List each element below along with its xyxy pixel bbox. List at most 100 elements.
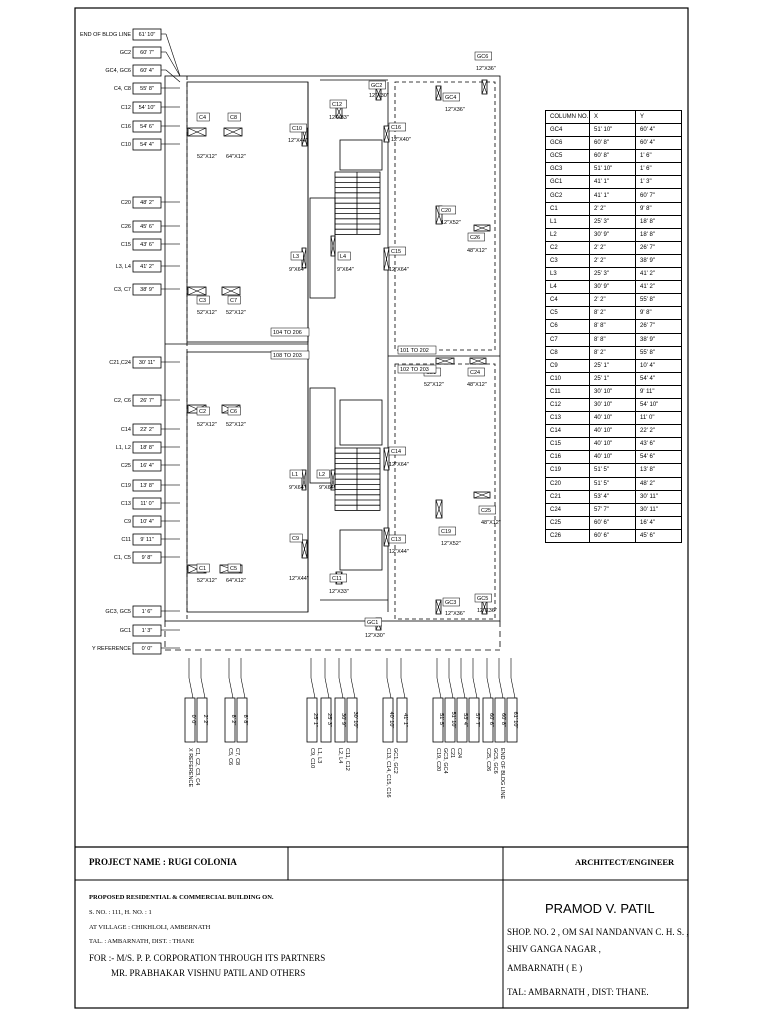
cell-column-no: C1 (545, 201, 590, 216)
cell-y: 48' 2" (635, 476, 682, 491)
bottom-value: 25' 1" (312, 713, 318, 727)
cell-y: 18' 8" (635, 214, 682, 229)
left-level-value: 54' 6" (140, 124, 154, 130)
column-size-C14: 12"X64" (389, 462, 409, 468)
left-level-value: 9' 11" (140, 537, 153, 543)
left-level-value: 10' 4" (140, 519, 154, 525)
cell-y: 26' 7" (635, 319, 682, 334)
column-label-C6: C6 (230, 409, 237, 415)
column-label-C9: C9 (292, 536, 299, 542)
cell-column-no: C7 (545, 332, 590, 347)
cell-x: 30' 9" (589, 280, 636, 295)
cell-y: 54' 10" (635, 397, 682, 413)
cell-column-no: C2 (545, 240, 590, 255)
bottom-value: 8' 8" (242, 715, 248, 726)
cell-x: 2' 2" (589, 293, 636, 308)
bottom-label: L1, L3 (316, 748, 322, 763)
column-label-C19: C19 (441, 529, 451, 535)
left-level-label: C19 (121, 483, 131, 489)
village-line: AT VILLAGE : CHIKHLOLI, AMBERNATH (89, 924, 211, 931)
column-label-C15: C15 (391, 249, 401, 255)
left-level-label: L3, L4 (116, 264, 131, 270)
column-size-C15: 12"X64" (389, 267, 409, 273)
bottom-label: GC1, GC2 (392, 748, 398, 774)
column-size-C1: 52"X12" (197, 578, 217, 584)
column-size-C19: 12"X52" (441, 541, 461, 547)
column-C9 (301, 539, 308, 559)
cell-column-no: C6 (545, 319, 590, 334)
cell-y: 13' 8" (635, 463, 682, 478)
column-C8 (223, 127, 243, 137)
left-level-label: C25 (121, 463, 131, 469)
column-label-C3: C3 (199, 298, 206, 304)
column-GC6 (481, 79, 488, 95)
bottom-value: 30' 9" (340, 713, 346, 727)
cell-x: 40' 10" (589, 437, 636, 452)
architect-address-3: AMBARNATH ( E ) (507, 963, 583, 973)
cell-column-no: C20 (545, 476, 590, 491)
column-C19 (435, 499, 443, 519)
cell-y: 30' 11" (635, 489, 682, 504)
level-tag: 108 TO 203 (273, 353, 302, 359)
cell-y: 1' 6" (635, 162, 682, 177)
column-label-C16: C16 (391, 125, 401, 131)
cell-y: 9' 8" (635, 201, 682, 216)
left-level-label: C11 (121, 537, 131, 543)
cell-column-no: C21 (545, 489, 590, 504)
cell-x: 60' 6" (589, 515, 636, 530)
column-label-C14: C14 (391, 449, 401, 455)
column-size-C16: 12"X40" (391, 137, 411, 143)
left-level-value: 55' 8" (140, 86, 154, 92)
architect-heading: ARCHITECT/ENGINEER (575, 857, 675, 867)
column-size-C26: 48"X12" (467, 248, 487, 254)
column-size-L2: 9"X64" (319, 485, 336, 491)
cell-column-no: C14 (545, 424, 590, 439)
left-level-label: C4, C8 (114, 86, 131, 92)
left-level-label: GC2 (120, 50, 131, 56)
cell-column-no: C3 (545, 253, 590, 269)
cell-x: 8' 2" (589, 345, 636, 360)
cell-y: 22' 2" (635, 424, 682, 439)
cell-y: 54' 4" (635, 371, 682, 386)
left-level-label: C10 (121, 142, 131, 148)
column-label-GC1: GC1 (367, 620, 378, 626)
cell-column-no: L4 (545, 280, 590, 295)
bottom-label: GC3, GC4 (442, 748, 448, 774)
column-GC3 (435, 599, 442, 615)
cell-x: 25' 1" (589, 358, 636, 373)
column-label-C2: C2 (199, 409, 206, 415)
column-size-L4: 9"X64" (337, 267, 354, 273)
column-C15 (383, 247, 390, 271)
bottom-value: 8' 2" (230, 715, 236, 726)
bottom-label: C7, C8 (234, 748, 240, 765)
cell-y: 30' 11" (635, 502, 682, 517)
level-tag: 101 TO 202 (400, 348, 429, 354)
column-size-L1: 9"X64" (289, 485, 306, 491)
cell-x: 60' 8" (589, 136, 636, 151)
cell-y: 1' 3" (635, 175, 682, 190)
cell-column-no: C5 (545, 306, 590, 321)
left-level-value: 43' 6" (140, 242, 154, 248)
